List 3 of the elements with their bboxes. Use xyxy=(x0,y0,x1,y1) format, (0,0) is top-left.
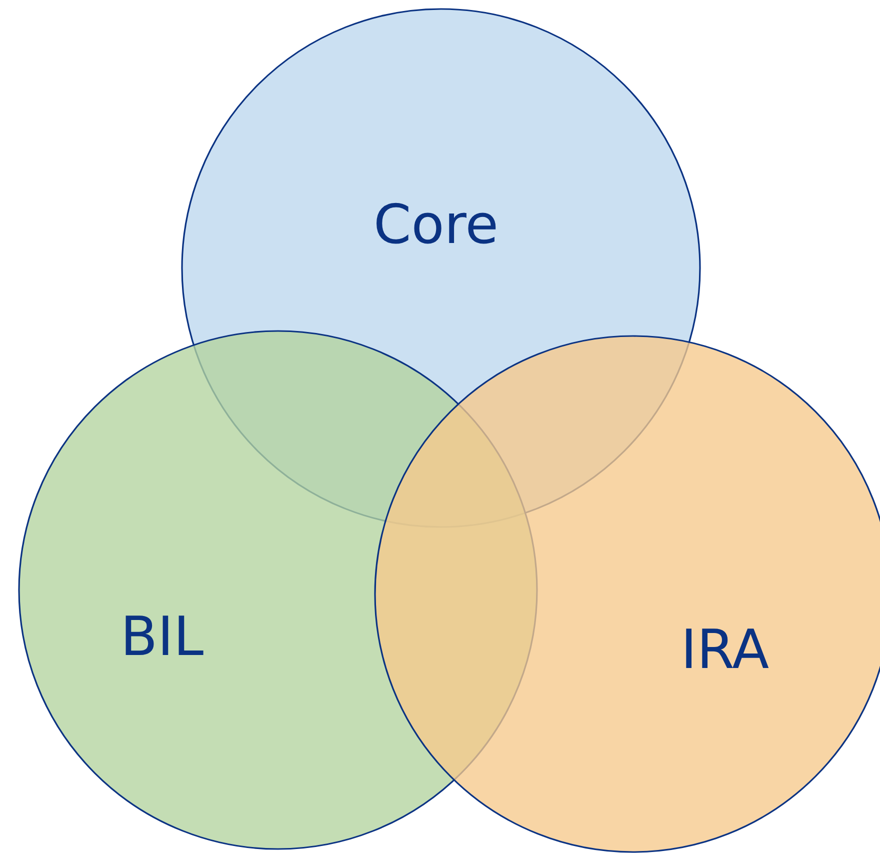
set-label: Core xyxy=(374,198,498,252)
set-label: IRA xyxy=(680,623,770,677)
set-label: BIL xyxy=(120,610,204,664)
